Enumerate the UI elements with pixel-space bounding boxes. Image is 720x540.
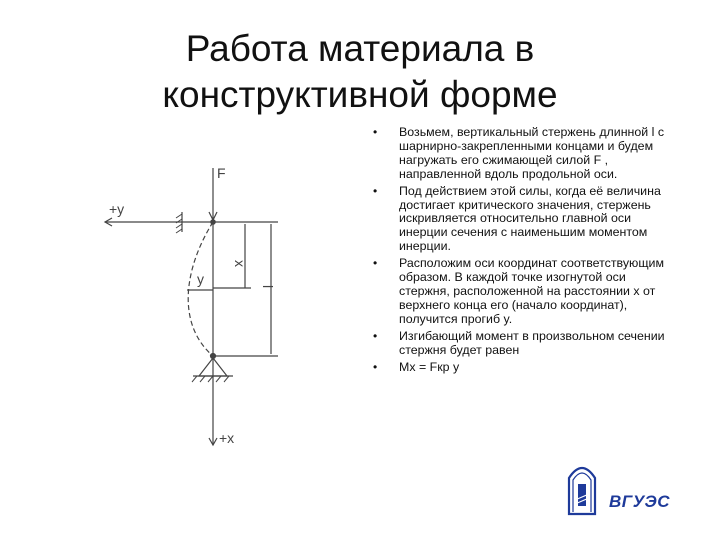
label-l-dim: l [260,285,276,288]
bullet-item: Mx = Fкр y [370,360,670,375]
bullet-item: Расположим оси координат соответствующим… [370,256,670,327]
title-line-1: Работа материала в [185,28,535,69]
bottom-hinge [209,352,217,360]
title-line-2: конструктивной форме [162,74,558,115]
buckled-shape [187,221,214,357]
label-x-bottom: +x [219,430,234,446]
bullet-list: Возьмем, вертикальный стержень длинной l… [370,125,670,377]
bullet-item: Изгибающий момент в произвольном сечении… [370,329,670,358]
label-y-mid: y [197,271,204,287]
slide-title: Работа материала в конструктивной форме [120,26,600,118]
label-x-dim: x [232,260,248,267]
bullet-item: Под действием этой силы, когда её величи… [370,184,670,255]
logo-text: ВГУЭС [609,492,670,511]
label-F: F [217,165,226,181]
y-axis-arrow [103,217,113,227]
column-buckling-diagram: F +y y +x x l [103,165,278,447]
label-y-top: +y [109,201,124,217]
x-axis-arrow [208,437,218,447]
logo: ВГУЭС [565,460,675,520]
university-emblem-icon [567,466,597,516]
bullet-item: Возьмем, вертикальный стержень длинной l… [370,125,670,182]
